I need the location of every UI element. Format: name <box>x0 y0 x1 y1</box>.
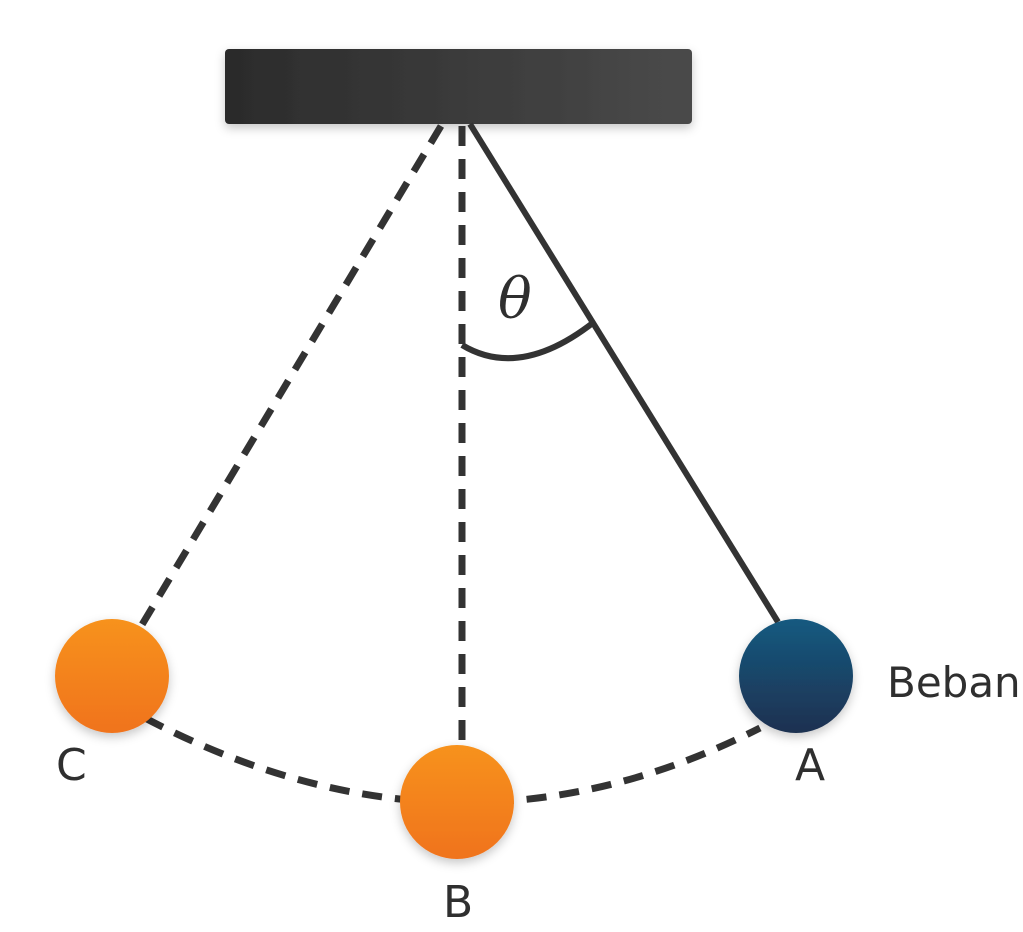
string-position-a <box>467 122 781 624</box>
mass-position-b <box>400 745 514 859</box>
angle-arc <box>460 319 596 362</box>
string-position-c <box>136 124 445 630</box>
angle-label: θ <box>498 267 532 332</box>
position-label-a: A <box>795 740 825 791</box>
mass-position-a <box>739 619 853 733</box>
ceiling-support-bar <box>225 49 692 124</box>
position-label-b: B <box>443 877 473 928</box>
mass-position-c <box>55 619 169 733</box>
mass-label: Beban <box>887 658 1021 707</box>
position-label-c: C <box>56 740 87 791</box>
